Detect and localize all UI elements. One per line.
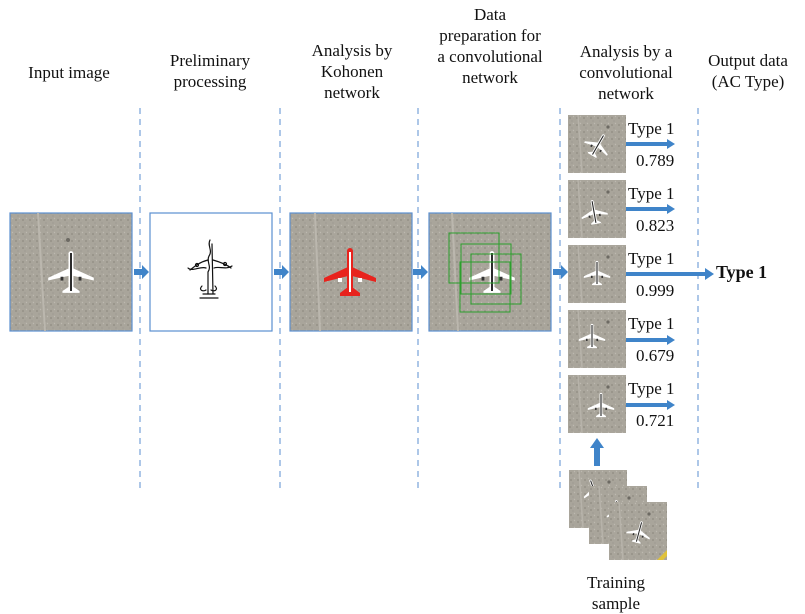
candidate-tile-3 — [567, 244, 627, 304]
result-score-5: 0.721 — [636, 411, 675, 430]
window-4 — [459, 261, 511, 313]
training-arrow — [590, 438, 604, 466]
result-label-4: Type 1 — [628, 314, 675, 333]
stage-arrows — [134, 265, 568, 279]
stage-header-cnn: Analysis by a convolutional network — [579, 42, 673, 103]
result-label-5: Type 1 — [628, 379, 675, 398]
cnn-candidates — [567, 114, 627, 434]
training-stack — [568, 469, 668, 561]
preprocessed-image — [149, 212, 273, 332]
result-label-2: Type 1 — [628, 184, 675, 203]
input-image — [9, 212, 133, 332]
stage-header-output: Output data (AC Type) — [708, 51, 788, 91]
stage-header-input: Input image — [28, 63, 110, 82]
candidate-tile-2 — [567, 179, 627, 239]
kohonen-image — [289, 212, 413, 332]
stage-header-data-prep: Data preparation for a convolutional net… — [437, 5, 543, 87]
window-3 — [470, 253, 522, 305]
window-1 — [448, 232, 500, 284]
result-score-1: 0.789 — [636, 151, 675, 170]
stage-header-preprocessing: Preliminary processing — [169, 51, 251, 91]
stage-dividers — [139, 108, 699, 490]
stage-header-kohonen: Analysis by Kohonen network — [311, 41, 393, 102]
candidate-tile-5 — [567, 374, 627, 434]
candidate-tile-4 — [567, 309, 627, 369]
result-label-1: Type 1 — [628, 119, 675, 138]
result-label-3: Type 1 — [628, 249, 675, 268]
result-score-4: 0.679 — [636, 346, 675, 365]
window-2 — [460, 243, 512, 295]
result-score-3: 0.999 — [636, 281, 675, 300]
data-prep-image — [428, 212, 552, 332]
candidate-tile-1 — [567, 114, 627, 174]
training-sample-label: Training sample — [587, 573, 645, 613]
output-type-label: Type 1 — [716, 262, 768, 282]
result-score-2: 0.823 — [636, 216, 675, 235]
result-arrows — [626, 139, 714, 410]
